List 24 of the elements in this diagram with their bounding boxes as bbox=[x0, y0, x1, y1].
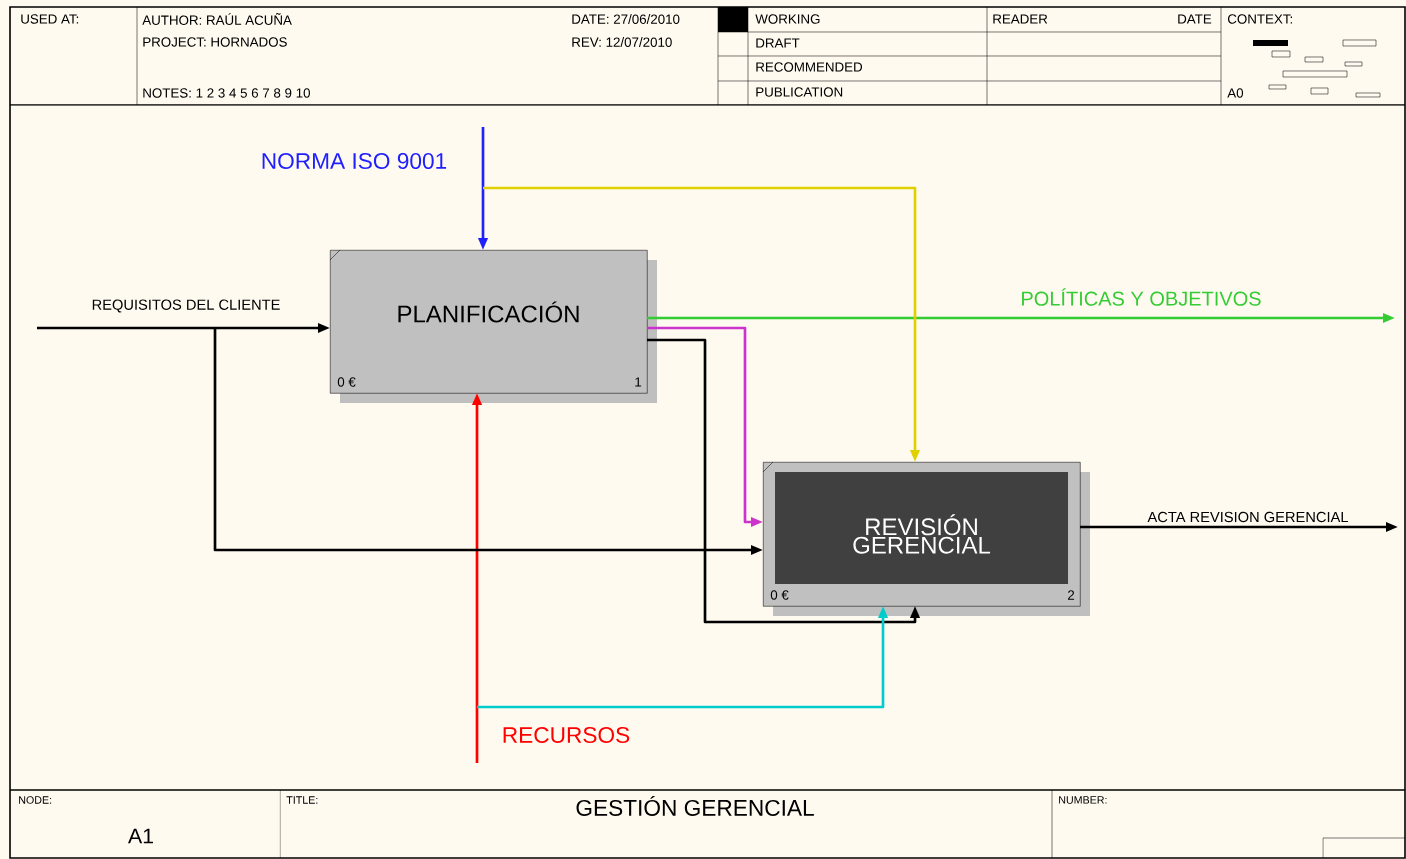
field-label: REV: 12/07/2010 bbox=[572, 37, 672, 47]
edge-label: POLÍTICAS Y OBJETIVOS bbox=[1019, 286, 1263, 308]
field-label: PUBLICATION bbox=[756, 87, 843, 97]
field-label: TITLE: bbox=[286, 796, 318, 804]
title-text: GESTIÓN GERENCIAL bbox=[576, 796, 814, 816]
field-label: USED AT: bbox=[21, 14, 79, 24]
field-label: NUMBER: bbox=[1059, 796, 1107, 804]
process-box: REVISIÓN GERENCIAL 0 € 2 bbox=[762, 461, 1090, 616]
field-label: RECOMMENDED bbox=[756, 62, 863, 72]
field-label: A0 bbox=[1227, 88, 1244, 98]
edge-label: ACTA REVISION GERENCIAL bbox=[1146, 510, 1350, 524]
field-label: DATE bbox=[1178, 14, 1212, 24]
field-label: AUTHOR: RAÚL ACUÑA bbox=[142, 13, 292, 25]
field-label: NODE: bbox=[19, 796, 52, 804]
field-label: DRAFT bbox=[756, 38, 800, 48]
process-box: PLANIFICACIÓN 0 € 1 bbox=[329, 249, 657, 403]
field-label: DATE: 27/06/2010 bbox=[572, 14, 680, 24]
edge-label: REQUISITOS DEL CLIENTE bbox=[90, 298, 282, 314]
field-label: A1 bbox=[128, 828, 153, 844]
field-label: READER bbox=[993, 14, 1048, 24]
field-label: WORKING bbox=[755, 14, 820, 24]
field-label: PROJECT: HORNADOS bbox=[143, 37, 287, 47]
field-label: NOTES: 1 2 3 4 5 6 7 8 9 10 bbox=[143, 88, 310, 98]
field-label: CONTEXT: bbox=[1227, 14, 1292, 24]
